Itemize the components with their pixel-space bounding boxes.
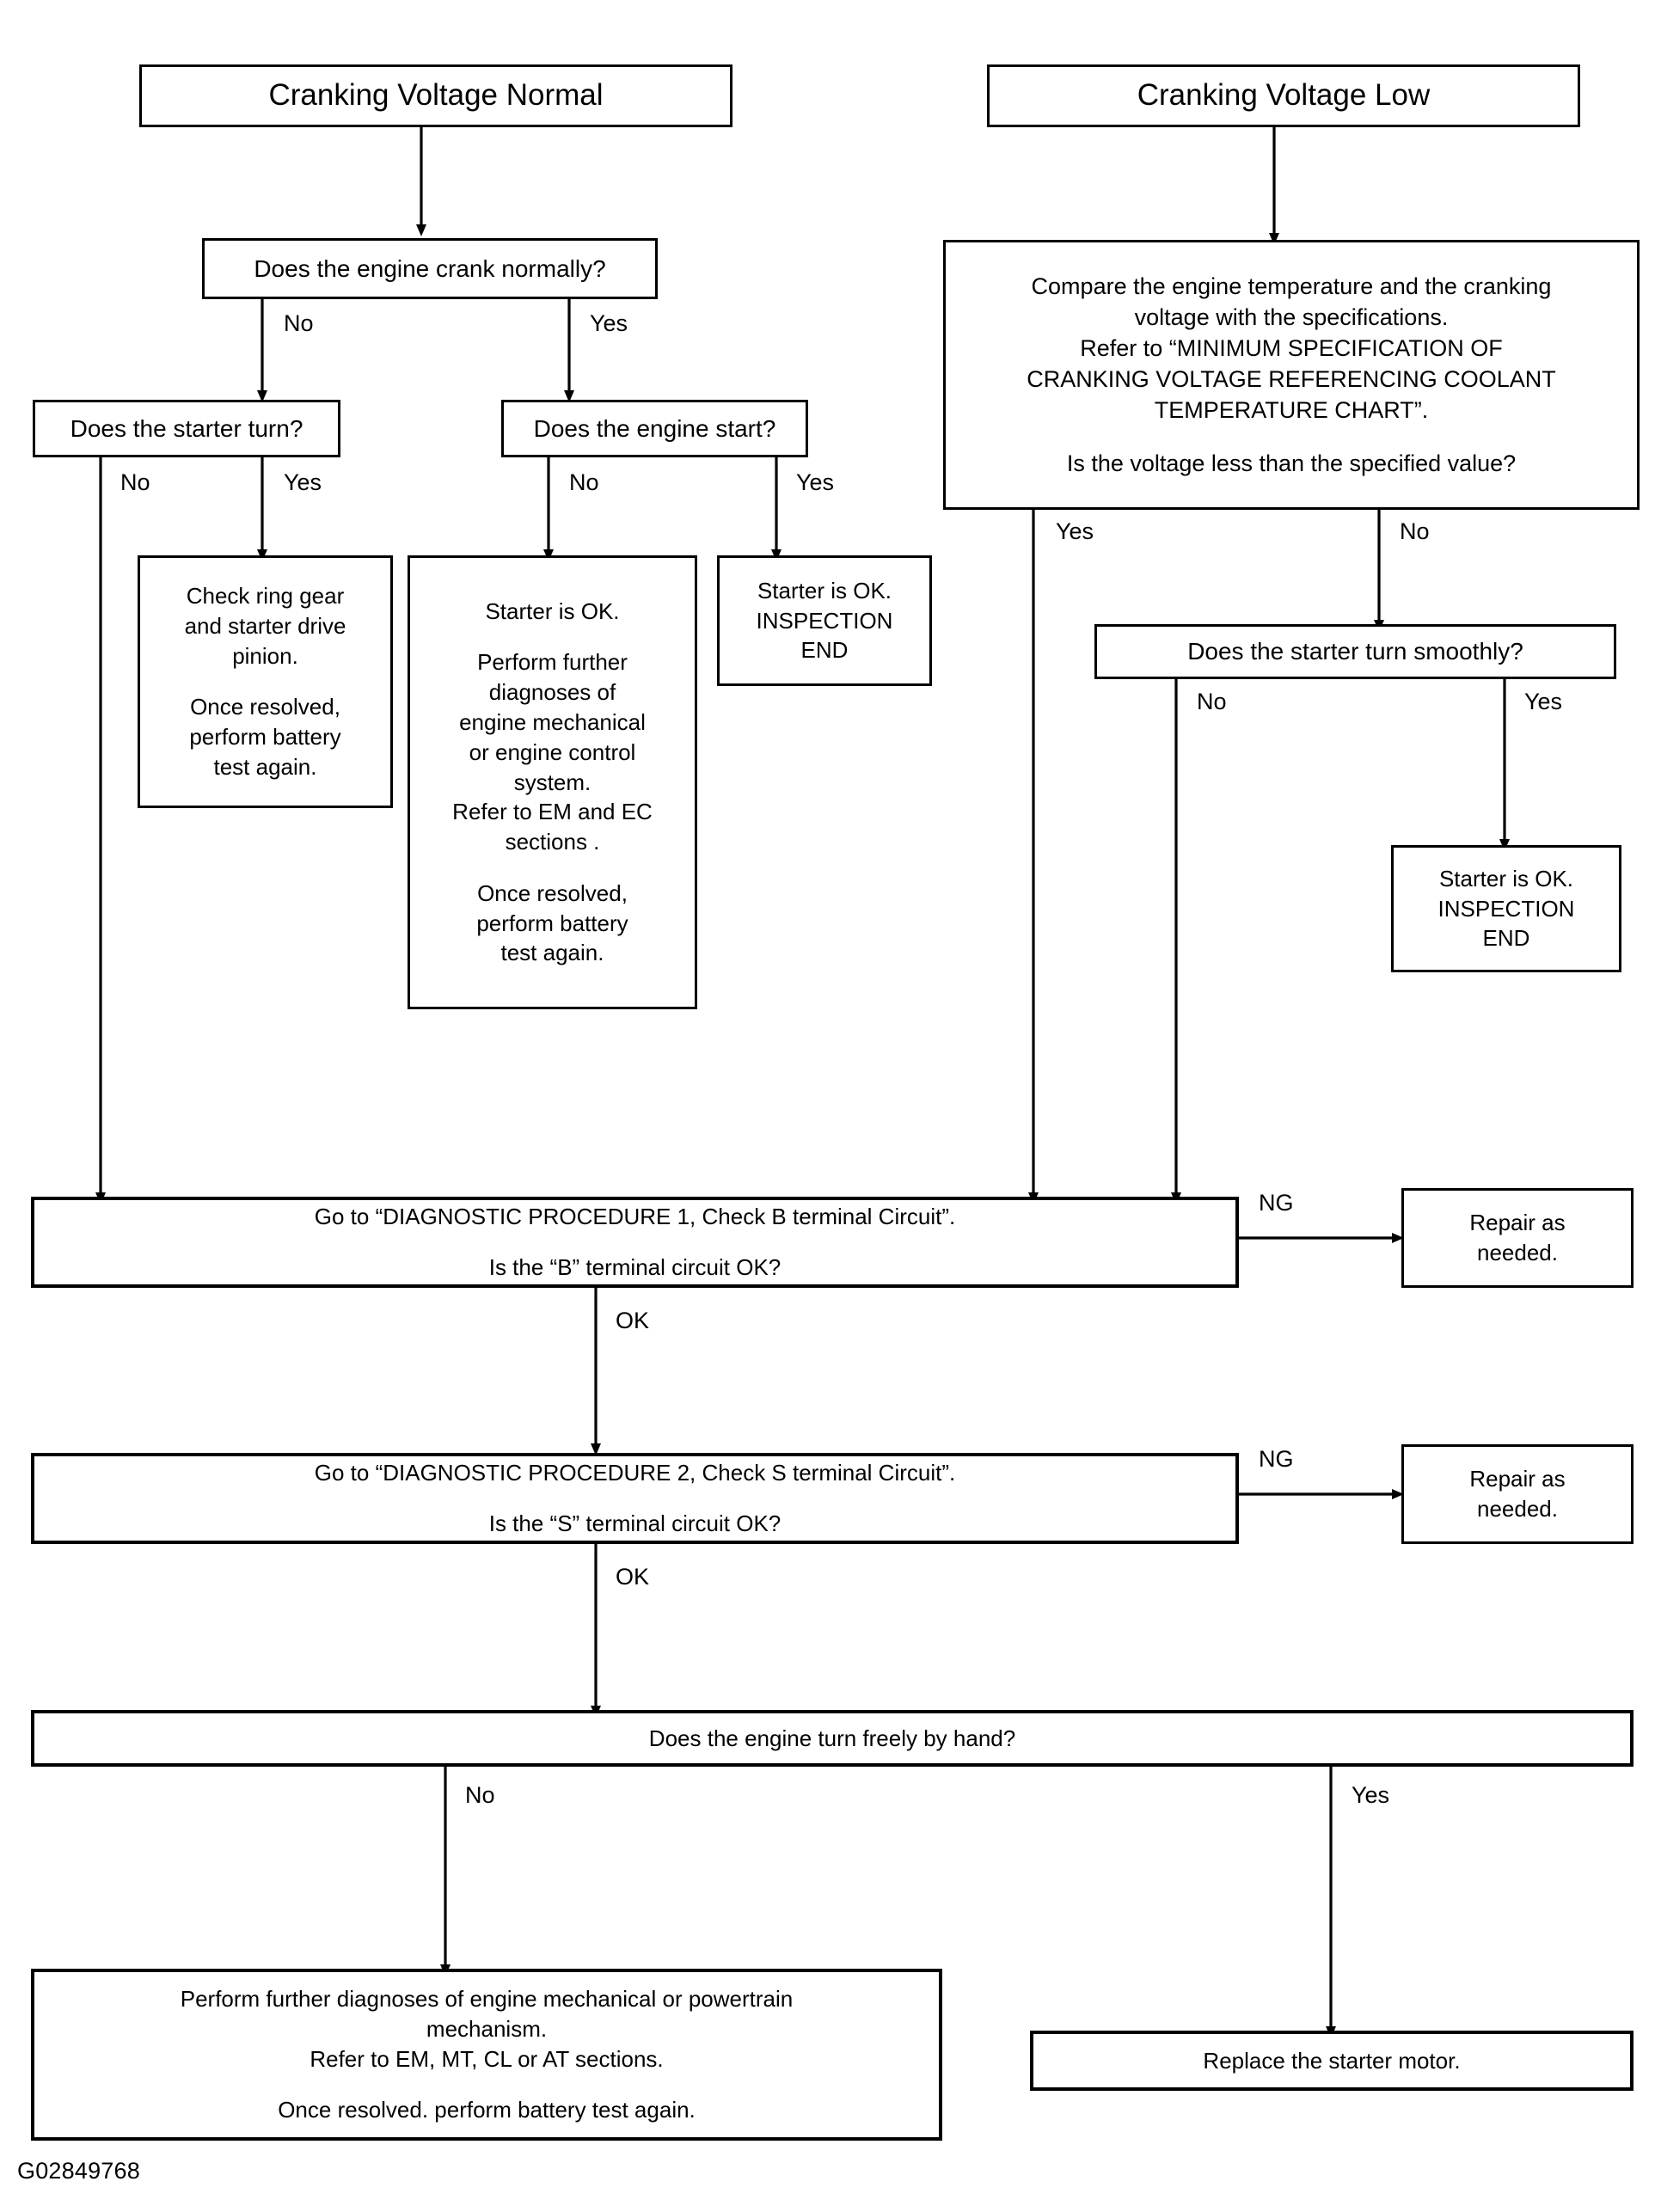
check-line-2: and starter drive [184, 613, 346, 639]
endright-line-2: INSPECTION [1437, 895, 1575, 922]
starterok-line-10: perform battery [476, 910, 628, 936]
compare-line-1: Compare the engine temperature and the c… [1031, 273, 1552, 299]
node-check-ring-gear: Check ring gear and starter drive pinion… [138, 555, 393, 808]
node-text: Does the engine start? [533, 414, 776, 442]
node-diagnostic-procedure-1: Go to “DIAGNOSTIC PROCEDURE 1, Check B t… [31, 1197, 1239, 1288]
starterok-line-9: Once resolved, [477, 879, 628, 906]
proc2-line-1: Go to “DIAGNOSTIC PROCEDURE 2, Check S t… [314, 1459, 956, 1486]
repair2-line-2: needed. [1477, 1496, 1558, 1522]
node-text: Does the engine turn freely by hand? [648, 1725, 1016, 1751]
starterok-line-1: Starter is OK. [485, 597, 620, 624]
node-cranking-voltage-low: Cranking Voltage Low [987, 64, 1580, 127]
proc1-line-1: Go to “DIAGNOSTIC PROCEDURE 1, Check B t… [314, 1203, 956, 1229]
edge-label-engine-start-no: No [569, 469, 599, 495]
check-line-6: test again. [213, 754, 317, 780]
edge-label-engine-start-yes: Yes [796, 469, 835, 495]
edge-label-starter-turn-yes: Yes [284, 469, 322, 495]
figure-id-label: G02849768 [17, 2158, 140, 2184]
starterok-line-4: engine mechanical [459, 708, 646, 735]
compare-line-3: Refer to “MINIMUM SPECIFICATION OF [1080, 335, 1503, 361]
node-question-engine-turn-freely: Does the engine turn freely by hand? [31, 1710, 1634, 1767]
node-starter-ok-further-diagnoses: Starter is OK. Perform further diagnoses… [408, 555, 697, 1009]
starterok-line-3: diagnoses of [488, 679, 616, 706]
compare-line-2: voltage with the specifications. [1134, 303, 1449, 330]
proc2-line-2: Is the “S” terminal circuit OK? [488, 1510, 782, 1537]
edge-label-smooth-no: No [1197, 689, 1227, 714]
node-title-text: Cranking Voltage Low [1137, 78, 1431, 113]
repair1-line-2: needed. [1477, 1240, 1558, 1265]
check-line-1: Check ring gear [186, 583, 345, 610]
starterok-line-11: test again. [500, 940, 604, 966]
node-question-starter-turn: Does the starter turn? [33, 400, 340, 457]
endleft-line-2: INSPECTION [756, 607, 893, 634]
bottom-line-3: Refer to EM, MT, CL or AT sections. [310, 2045, 664, 2072]
edge-label-crank-yes: Yes [590, 310, 628, 336]
endright-line-1: Starter is OK. [1438, 865, 1574, 892]
bottom-line-4: Once resolved. perform battery test agai… [278, 2097, 696, 2123]
node-starter-ok-inspection-end-right: Starter is OK. INSPECTION END [1391, 845, 1621, 972]
edge-label-voltage-no: No [1400, 518, 1430, 544]
endright-line-3: END [1482, 925, 1530, 952]
node-repair-as-needed-2: Repair as needed. [1401, 1444, 1634, 1544]
node-starter-ok-inspection-end-left: Starter is OK. INSPECTION END [717, 555, 932, 686]
edge-label-proc2-ok: OK [616, 1564, 650, 1590]
node-repair-as-needed-1: Repair as needed. [1401, 1188, 1634, 1288]
node-text: Replace the starter motor. [1203, 2047, 1461, 2074]
check-line-5: perform battery [189, 724, 341, 751]
starterok-line-6: system. [513, 769, 592, 795]
bottom-line-1: Perform further diagnoses of engine mech… [180, 1986, 794, 2012]
repair1-line-1: Repair as [1469, 1210, 1566, 1236]
node-replace-starter-motor: Replace the starter motor. [1030, 2031, 1634, 2091]
starterok-line-8: sections . [505, 829, 600, 855]
node-perform-further-diagnoses-powertrain: Perform further diagnoses of engine mech… [31, 1969, 942, 2141]
node-text: Does the starter turn smoothly? [1187, 638, 1523, 665]
edge-label-proc1-ng: NG [1259, 1190, 1294, 1216]
compare-line-6: Is the voltage less than the specified v… [1066, 450, 1517, 477]
node-diagnostic-procedure-2: Go to “DIAGNOSTIC PROCEDURE 2, Check S t… [31, 1453, 1239, 1544]
node-text: Does the engine crank normally? [254, 254, 606, 282]
edge-label-turn-freely-yes: Yes [1352, 1782, 1390, 1808]
edge-label-voltage-yes: Yes [1056, 518, 1094, 544]
endleft-line-1: Starter is OK. [757, 577, 892, 604]
starterok-line-5: or engine control [469, 738, 636, 765]
edge-label-crank-no: No [284, 310, 314, 336]
check-line-4: Once resolved, [190, 694, 340, 720]
edge-label-starter-turn-no: No [120, 469, 150, 495]
node-cranking-voltage-normal: Cranking Voltage Normal [139, 64, 732, 127]
edge-label-smooth-yes: Yes [1524, 689, 1563, 714]
starterok-line-2: Perform further [477, 649, 628, 676]
node-question-engine-crank-normally: Does the engine crank normally? [202, 238, 658, 299]
starterok-line-7: Refer to EM and EC [452, 799, 653, 825]
node-compare-engine-temperature: Compare the engine temperature and the c… [943, 240, 1640, 510]
repair2-line-1: Repair as [1469, 1466, 1566, 1492]
compare-line-5: TEMPERATURE CHART”. [1154, 397, 1429, 424]
edge-label-proc1-ok: OK [616, 1308, 650, 1333]
node-question-engine-start: Does the engine start? [501, 400, 808, 457]
edge-label-proc2-ng: NG [1259, 1446, 1294, 1472]
edge-label-turn-freely-no: No [465, 1782, 495, 1808]
endleft-line-3: END [800, 637, 849, 664]
node-question-starter-turn-smoothly: Does the starter turn smoothly? [1094, 624, 1616, 679]
proc1-line-2: Is the “B” terminal circuit OK? [488, 1254, 782, 1281]
check-line-3: pinion. [232, 642, 298, 669]
compare-line-4: CRANKING VOLTAGE REFERENCING COOLANT [1027, 366, 1556, 393]
bottom-line-2: mechanism. [426, 2015, 548, 2042]
node-title-text: Cranking Voltage Normal [268, 78, 604, 113]
node-text: Does the starter turn? [70, 414, 303, 442]
